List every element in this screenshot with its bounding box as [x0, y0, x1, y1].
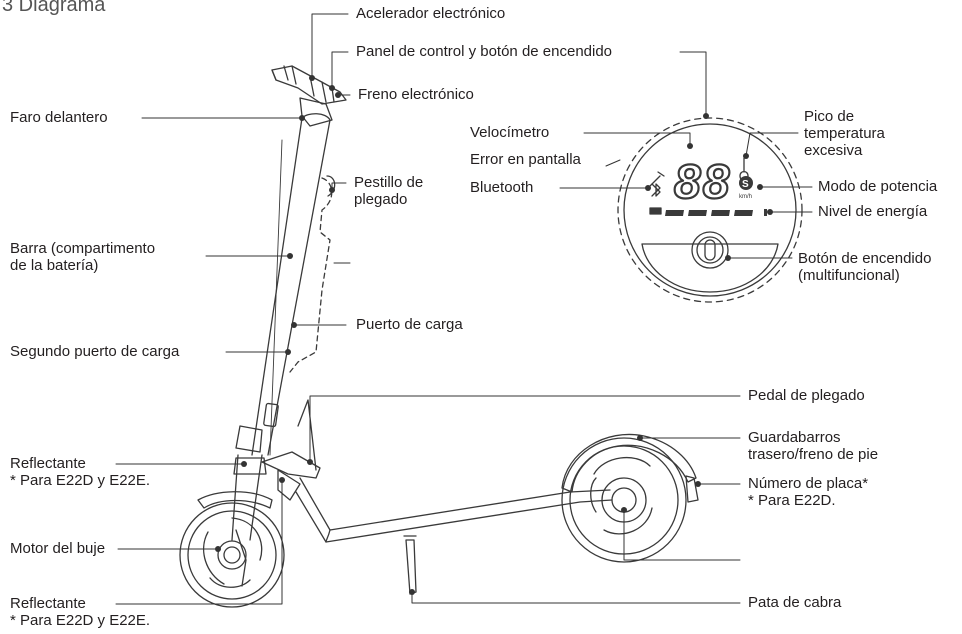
label-rear-fender: Guardabarros trasero/freno de pie: [748, 429, 878, 463]
label-reflector-bottom-note: * Para E22D y E22E.: [10, 612, 151, 629]
leader-lines: [115, 13, 813, 605]
label-folding-latch: Pestillo de plegado: [354, 174, 423, 208]
deck: [261, 399, 613, 595]
label-folding-latch-line2: plegado: [354, 191, 408, 208]
label-accelerator: Acelerador electrónico: [356, 5, 506, 22]
label-screen-error: Error en pantalla: [470, 151, 581, 168]
label-second-charging-port: Segundo puerto de carga: [10, 343, 180, 360]
label-control-panel: Panel de control y botón de encendido: [356, 43, 613, 60]
power-mode-symbol: S: [742, 179, 749, 190]
label-bar: Barra (compartimento de la batería): [10, 240, 155, 274]
rear-wheel: [561, 433, 699, 563]
label-bar-line1: Barra (compartimento: [10, 240, 156, 257]
label-plate-number-note: * Para E22D.: [748, 492, 836, 509]
label-reflector-bottom: Reflectante * Para E22D y E22E.: [10, 595, 150, 629]
label-bar-line2: de la batería): [10, 257, 99, 274]
label-rear-fender-line2: trasero/freno de pie: [748, 446, 879, 463]
label-folding-latch-line1: Pestillo de: [354, 174, 424, 191]
label-power-button: Botón de encendido (multifuncional): [798, 250, 931, 284]
label-power-button-line1: Botón de encendido: [798, 250, 932, 267]
label-power-level: Nivel de energía: [818, 203, 928, 220]
label-power-button-line2: (multifuncional): [798, 267, 900, 284]
page-title: 3 Diagrama: [2, 0, 106, 16]
label-rear-fender-line1: Guardabarros: [748, 429, 841, 446]
label-brake: Freno electrónico: [358, 86, 474, 103]
power-level-bars: [665, 210, 753, 216]
label-overheat-line3: excesiva: [804, 142, 863, 159]
label-overheat-peak: Pico de temperatura excesiva: [804, 108, 885, 159]
label-bluetooth: Bluetooth: [470, 179, 534, 196]
label-reflector-bottom-line1: Reflectante: [10, 595, 86, 612]
label-speedometer: Velocímetro: [470, 124, 550, 141]
label-overheat-line2: temperatura: [804, 125, 885, 142]
label-reflector-top-line1: Reflectante: [10, 455, 86, 472]
label-reflector-top-note: * Para E22D y E22E.: [10, 472, 151, 489]
speed-unit: km/h: [739, 194, 752, 200]
stem-bar: [235, 113, 336, 456]
label-folding-pedal: Pedal de plegado: [748, 387, 865, 404]
label-plate-number: Número de placa* * Para E22D.: [748, 475, 868, 509]
label-headlight: Faro delantero: [10, 109, 108, 126]
label-kickstand: Pata de cabra: [748, 594, 842, 611]
label-overheat-line1: Pico de: [804, 108, 855, 125]
front-wheel: [179, 454, 285, 608]
speed-digits: 88: [674, 156, 731, 209]
label-hub-motor: Motor del buje: [10, 540, 106, 557]
label-charging-port: Puerto de carga: [356, 316, 463, 333]
label-plate-number-line1: Número de placa*: [748, 475, 869, 492]
power-mode-icon: [739, 176, 753, 190]
handlebar: [271, 65, 347, 127]
label-reflector-top: Reflectante * Para E22D y E22E.: [10, 455, 150, 489]
control-panel-detail: [617, 117, 803, 303]
label-power-mode: Modo de potencia: [818, 178, 938, 195]
